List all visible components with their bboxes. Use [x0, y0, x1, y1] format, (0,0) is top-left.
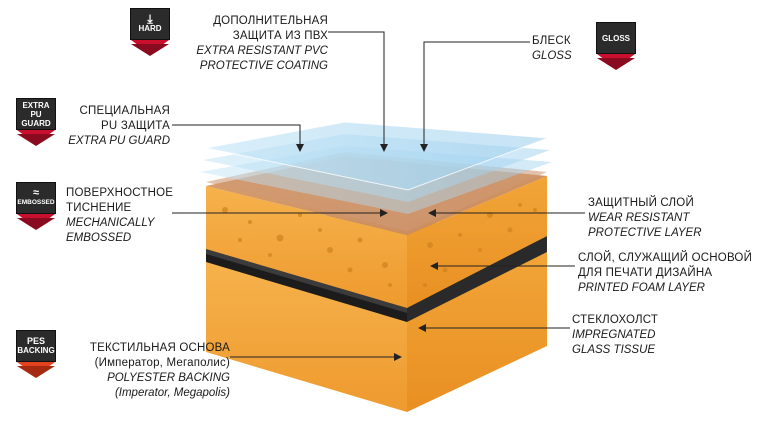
label-glass-ru: СТЕКЛОХОЛСТ: [572, 314, 659, 326]
label-gloss: БЛЕСК GLOSS: [532, 34, 572, 64]
pes-line1: PES: [26, 336, 45, 346]
label-wear-en2: PROTECTIVE LAYER: [588, 227, 702, 239]
wave-emboss-icon: ≈: [32, 187, 40, 199]
label-glass-en1: IMPREGNATED: [572, 329, 656, 341]
label-polyester-backing: ТЕКСТИЛЬНАЯ ОСНОВА (Император, Мегаполис…: [60, 341, 230, 401]
embossed-badge-text: EMBOSSED: [17, 199, 55, 206]
label-wear-en1: WEAR RESISTANT: [588, 212, 690, 224]
label-pvc-en2: PROTECTIVE COATING: [199, 60, 328, 72]
label-pvc-coating: ДОПОЛНИТЕЛЬНАЯ ЗАЩИТА ИЗ ПВХ EXTRA RESIS…: [150, 14, 328, 74]
label-pvc-ru1: ДОПОЛНИТЕЛЬНАЯ: [213, 15, 328, 27]
clear-protective-sheets: [200, 121, 552, 214]
gloss-badge: GLOSS: [596, 22, 636, 70]
label-pu-guard: СПЕЦИАЛЬНАЯ PU ЗАЩИТА EXTRA PU GUARD: [50, 104, 170, 149]
label-pes-ru2: (Император, Мегаполис): [94, 357, 230, 369]
label-embossed-ru1: ПОВЕРХНОСТНОЕ: [66, 187, 174, 199]
label-gloss-ru: БЛЕСК: [532, 35, 571, 47]
label-pu-en: EXTRA PU GUARD: [68, 135, 170, 147]
leader-arrowheads: [296, 144, 438, 361]
label-embossed: ПОВЕРХНОСТНОЕ ТИСНЕНИЕ MECHANICALLY EMBO…: [66, 186, 173, 246]
label-pvc-ru2: ЗАЩИТА ИЗ ПВХ: [232, 30, 328, 42]
label-foam-ru1: СЛОЙ, СЛУЖАЩИЙ ОСНОВОЙ: [578, 252, 753, 264]
leader-lines: [172, 31, 585, 358]
label-pvc-en1: EXTRA RESISTANT PVC: [196, 45, 328, 57]
gloss-badge-text: GLOSS: [601, 33, 630, 43]
label-foam-ru2: ДЛЯ ПЕЧАТИ ДИЗАЙНА: [578, 267, 713, 279]
extra-pu-guard-badge: EXTRA PU GUARD: [16, 98, 56, 146]
label-wear-ru: ЗАЩИТНЫЙ СЛОЙ: [588, 197, 694, 209]
label-gloss-en: GLOSS: [532, 50, 572, 62]
extra-pu-line3: GUARD: [21, 118, 51, 128]
pes-backing-badge: PES BACKING: [16, 330, 56, 378]
hard-badge: ⤓HARD: [130, 8, 170, 56]
label-pes-en2: (Imperator, Megapolis): [114, 387, 230, 399]
label-pu-ru1: СПЕЦИАЛЬНАЯ: [79, 105, 170, 117]
label-glass-en2: GLASS TISSUE: [572, 344, 656, 356]
label-foam-layer: СЛОЙ, СЛУЖАЩИЙ ОСНОВОЙ ДЛЯ ПЕЧАТИ ДИЗАЙН…: [578, 251, 752, 296]
extra-pu-line1: EXTRA: [22, 100, 50, 110]
label-glass-tissue: СТЕКЛОХОЛСТ IMPREGNATED GLASS TISSUE: [572, 313, 658, 358]
hard-badge-text: HARD: [138, 24, 162, 33]
label-embossed-en2: EMBOSSED: [66, 232, 132, 244]
label-pu-ru2: PU ЗАЩИТА: [101, 120, 170, 132]
extra-pu-line2: PU: [30, 109, 42, 119]
label-wear-layer: ЗАЩИТНЫЙ СЛОЙ WEAR RESISTANT PROTECTIVE …: [588, 196, 702, 241]
label-pes-en1: POLYESTER BACKING: [107, 372, 230, 384]
pes-line2: BACKING: [17, 346, 55, 355]
label-embossed-ru2: ТИСНЕНИЕ: [66, 202, 132, 214]
label-embossed-en1: MECHANICALLY: [66, 217, 155, 229]
foam-pores: [222, 203, 537, 287]
press-down-icon: ⤓: [147, 12, 153, 26]
embossed-badge: ≈EMBOSSED: [16, 182, 56, 230]
label-pes-ru1: ТЕКСТИЛЬНАЯ ОСНОВА: [89, 342, 230, 354]
label-foam-en: PRINTED FOAM LAYER: [578, 282, 705, 294]
